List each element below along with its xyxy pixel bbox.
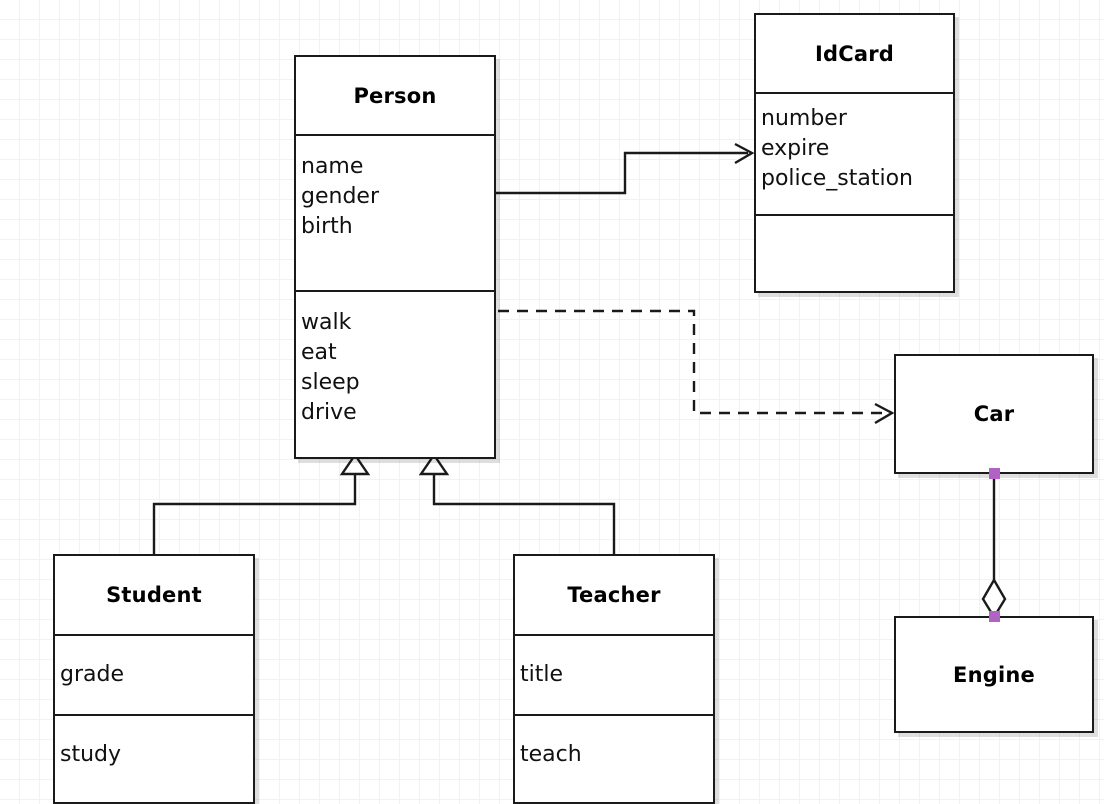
class-operations-person: walk eat sleep drive [296,290,494,457]
class-attributes-student: grade [55,634,253,714]
class-box-engine[interactable]: Engine [894,616,1094,733]
edge-person-car[interactable] [498,309,895,425]
class-attributes-idcard: number expire police_station [756,92,953,214]
class-box-car[interactable]: Car [894,354,1094,474]
edge-handle-engine-end[interactable] [989,611,1000,622]
edge-person-idcard[interactable] [494,142,755,195]
class-name-engine: Engine [953,662,1035,687]
class-name-person: Person [353,83,437,108]
class-name-idcard: IdCard [814,41,895,66]
class-name-car: Car [973,402,1015,426]
class-box-idcard[interactable]: IdCard number expire police_station [754,13,955,293]
edge-teacher-person[interactable] [418,452,616,554]
class-attributes-person: name gender birth [296,134,494,290]
class-box-teacher[interactable]: Teacher title teach [513,554,715,804]
edge-car-engine[interactable] [981,473,1007,620]
class-box-student[interactable]: Student grade study [53,554,255,804]
class-operations-idcard [756,214,953,291]
class-operations-teacher: teach [515,714,713,802]
class-attributes-teacher: title [515,634,713,714]
edge-handle-car-end[interactable] [989,468,1000,479]
class-box-person[interactable]: Person name gender birth walk eat sleep … [294,55,496,459]
class-name-teacher: Teacher [567,583,661,607]
class-name-student: Student [106,583,202,607]
class-operations-student: study [55,714,253,802]
edge-student-person[interactable] [152,452,371,554]
